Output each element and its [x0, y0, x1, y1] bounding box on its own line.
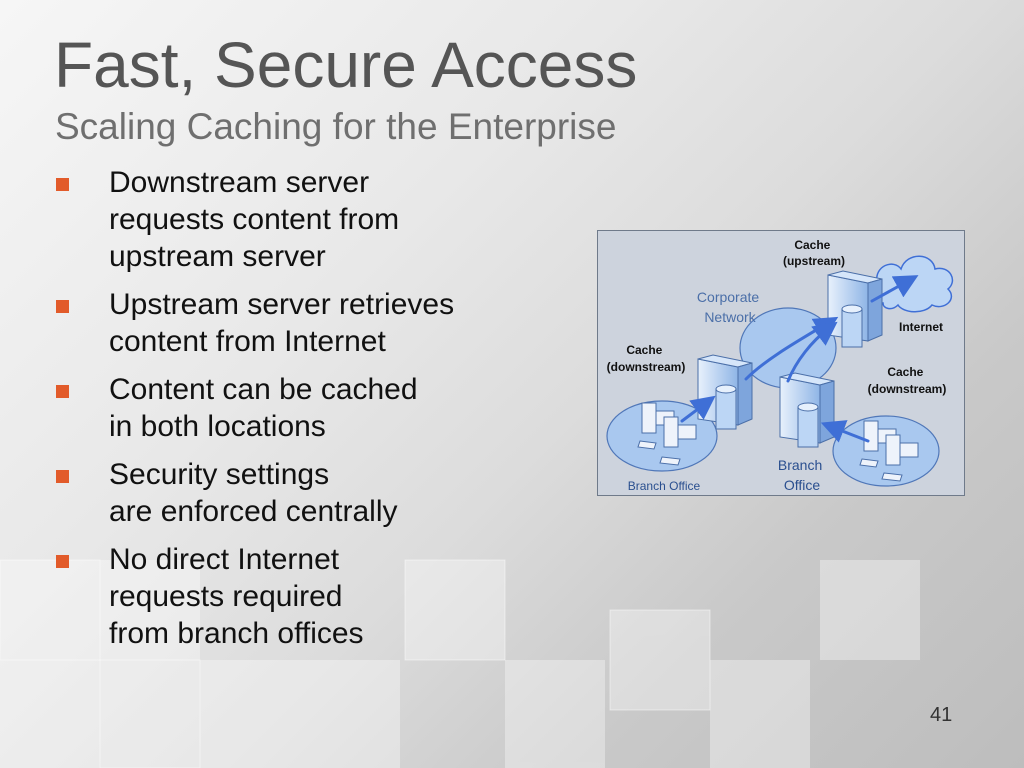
bullet-item: No direct Internet requests required fro…: [56, 541, 454, 652]
cache-downstream-right-line2: (downstream): [868, 382, 947, 396]
corporate-network-label: Corporate Network: [697, 289, 763, 325]
bullet-text: No direct Internet requests required fro…: [109, 543, 364, 650]
square-bullet-icon: [56, 555, 69, 568]
corporate-network-line2: Network: [704, 309, 756, 325]
downstream-server-left-icon: [697, 354, 753, 430]
bullet-item: Security settings are enforced centrally: [56, 456, 454, 530]
branch-office-right-line1: Branch: [778, 457, 822, 473]
cache-downstream-right-line1: Cache: [887, 365, 923, 379]
bullet-list: Downstream server requests content from …: [56, 164, 454, 663]
cache-downstream-left-line2: (downstream): [607, 360, 686, 374]
slide-subtitle: Scaling Caching for the Enterprise: [55, 106, 617, 147]
branch-office-right-label: Branch Office: [778, 457, 826, 493]
cache-downstream-right-label: Cache (downstream): [868, 365, 947, 396]
cache-upstream-line2: (upstream): [783, 254, 845, 268]
cache-upstream-line1: Cache: [794, 238, 830, 252]
client-computers-left-icon: [637, 402, 697, 466]
square-bullet-icon: [56, 178, 69, 191]
internet-label: Internet: [899, 320, 943, 334]
bullet-text: Downstream server requests content from …: [109, 166, 400, 273]
bullet-item: Upstream server retrieves content from I…: [56, 286, 454, 360]
branch-office-left-label: Branch Office: [628, 479, 701, 493]
bullet-item: Content can be cached in both locations: [56, 371, 454, 445]
square-bullet-icon: [56, 470, 69, 483]
cache-upstream-label: Cache (upstream): [783, 238, 845, 268]
branch-office-right-line2: Office: [784, 477, 821, 493]
caching-diagram: Cache (upstream) Corporate Network Inter…: [597, 230, 965, 496]
request-arrows: [680, 275, 919, 443]
cache-downstream-left-label: Cache (downstream): [607, 343, 686, 374]
upstream-server-icon: [827, 270, 883, 348]
square-bullet-icon: [56, 385, 69, 398]
corporate-network-line1: Corporate: [697, 289, 759, 305]
client-computers-right-icon: [859, 420, 919, 482]
diagram-svg: Cache (upstream) Corporate Network Inter…: [606, 238, 954, 493]
bullet-item: Downstream server requests content from …: [56, 164, 454, 275]
slide-title: Fast, Secure Access: [54, 29, 638, 101]
square-bullet-icon: [56, 300, 69, 313]
bullet-text: Content can be cached in both locations: [109, 373, 418, 443]
bullet-text: Security settings are enforced centrally: [109, 458, 398, 528]
page-number: 41: [930, 704, 953, 726]
downstream-server-right-icon: [779, 372, 835, 448]
bullet-text: Upstream server retrieves content from I…: [109, 288, 455, 358]
cache-downstream-left-line1: Cache: [626, 343, 662, 357]
